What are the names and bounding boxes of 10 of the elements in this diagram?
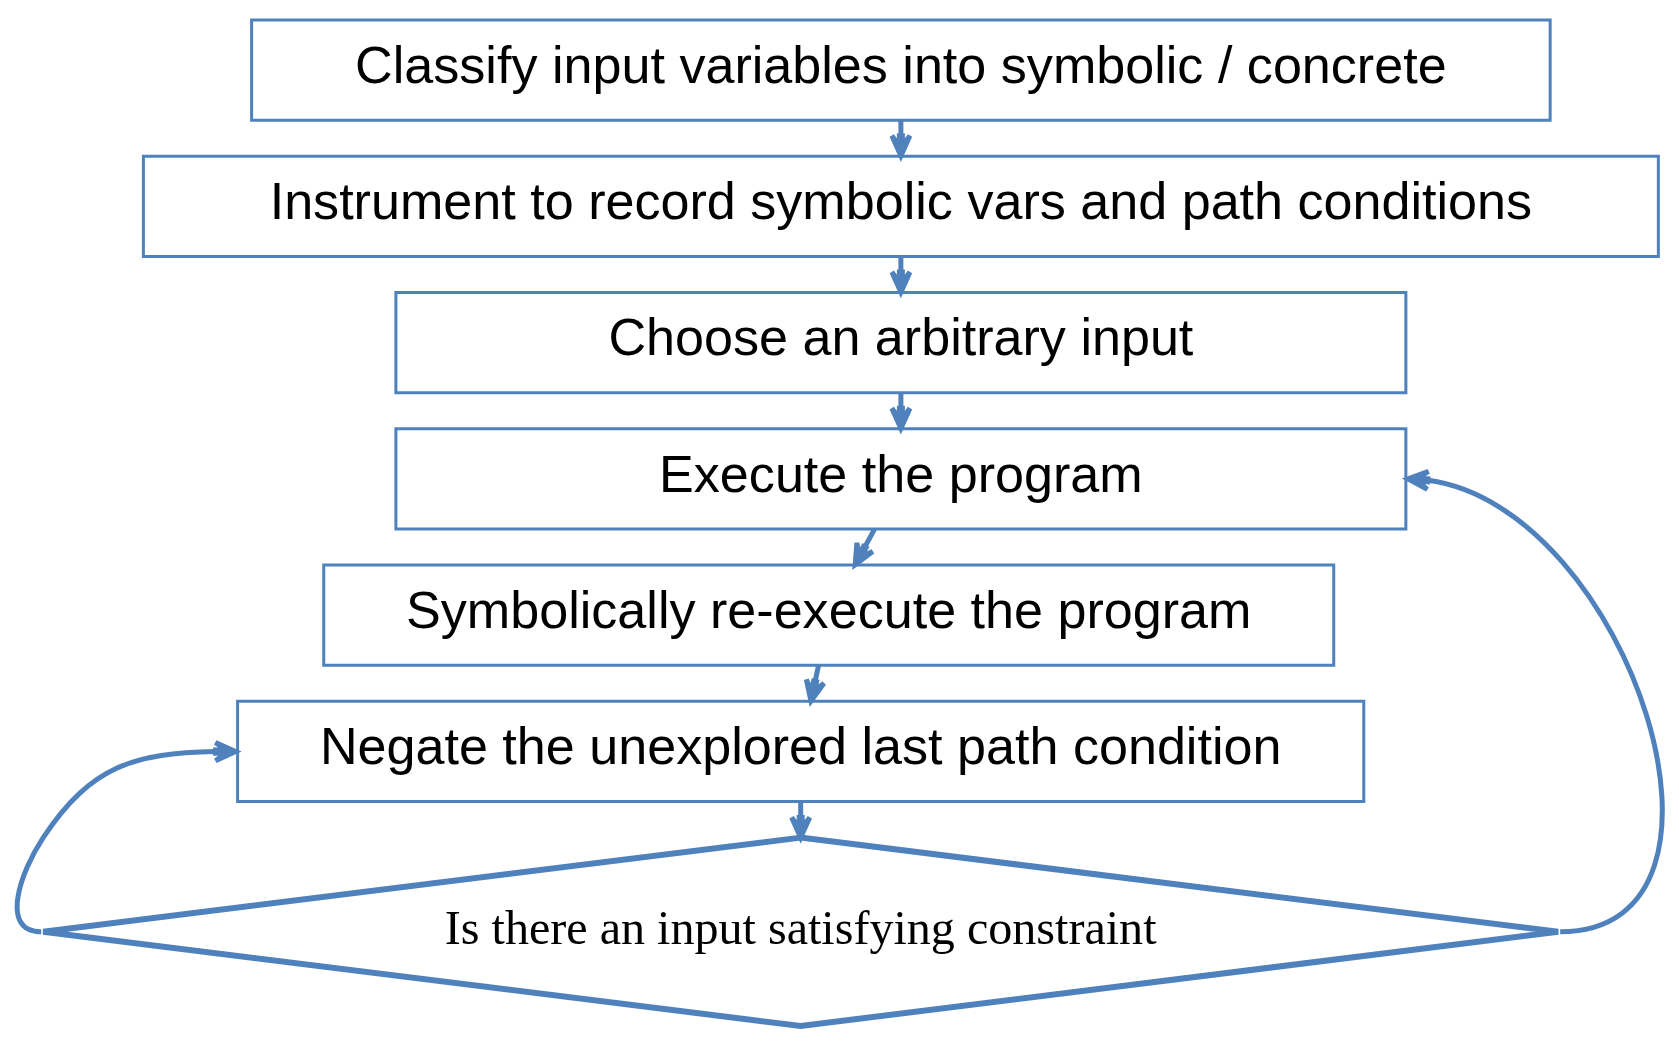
node-box: Symbolically re-execute the program	[322, 563, 1336, 667]
node-diamond: Is there an input satisfying constraint	[40, 834, 1562, 1029]
node-box: Execute the program	[394, 427, 1408, 531]
node-box: Instrument to record symbolic vars and path conditions	[141, 154, 1660, 258]
node-box: Choose an arbitrary input	[394, 291, 1408, 395]
node-box: Negate the unexplored last path condition	[236, 699, 1366, 804]
arrow	[852, 528, 877, 568]
arrow	[1405, 468, 1665, 935]
arrow	[14, 740, 239, 935]
node-box: Classify input variables into symbolic / concrete	[250, 18, 1552, 122]
